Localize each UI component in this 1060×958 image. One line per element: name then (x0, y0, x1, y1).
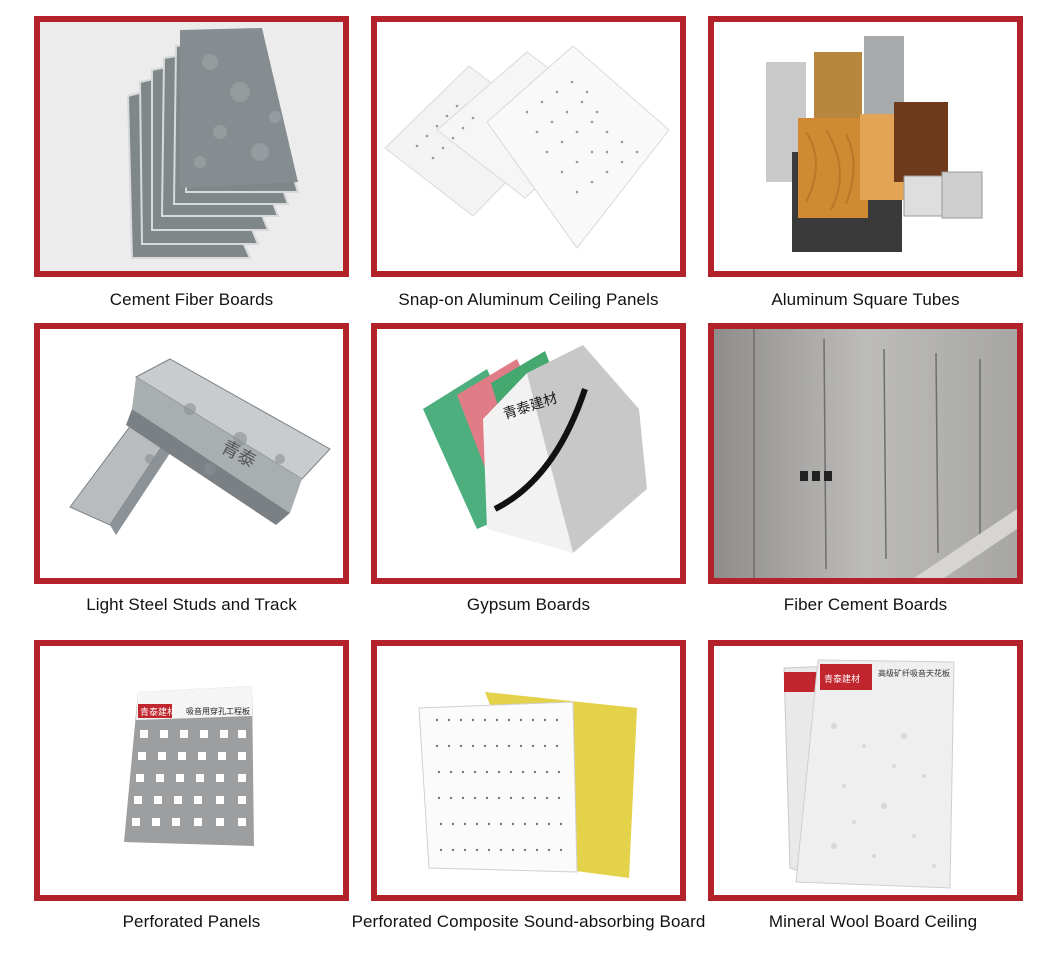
product-image-frame[interactable]: 青泰建材 吸音用穿孔工程板 (34, 640, 349, 901)
product-caption: Gypsum Boards (466, 595, 591, 614)
product-caption: Perforated Composite Sound-absorbing Boa… (351, 912, 706, 931)
cement-boards-image (40, 22, 343, 271)
product-image-frame[interactable] (34, 16, 349, 277)
product-image-frame[interactable]: 青泰建材 高级矿纤吸音天花板 (708, 640, 1023, 901)
composite-board-image (377, 646, 680, 895)
product-image-frame[interactable] (371, 640, 686, 901)
aluminum-tubes-image (714, 22, 1017, 271)
product-image-frame[interactable] (708, 323, 1023, 584)
product-caption: Cement Fiber Boards (109, 290, 274, 309)
perforated-panel-image: 青泰建材 吸音用穿孔工程板 (40, 646, 343, 895)
board-wall-image (714, 329, 1017, 578)
product-image-frame[interactable] (708, 16, 1023, 277)
perforated-label-text: 吸音用穿孔工程板 (186, 706, 250, 716)
product-caption: Aluminum Square Tubes (771, 290, 960, 309)
mineral-brand-text: 青泰建材 (824, 673, 860, 685)
product-image-frame[interactable]: 青泰建材 (371, 323, 686, 584)
mineral-board-image: 青泰建材 高级矿纤吸音天花板 (714, 646, 1017, 895)
product-caption: Mineral Wool Board Ceiling (768, 912, 978, 931)
product-caption: Perforated Panels (122, 912, 261, 931)
steel-studs-image: 青泰 (40, 329, 343, 578)
product-caption: Light Steel Studs and Track (86, 595, 297, 614)
product-caption: Fiber Cement Boards (783, 595, 948, 614)
product-image-frame[interactable]: 青泰 (34, 323, 349, 584)
product-caption: Snap-on Aluminum Ceiling Panels (398, 290, 659, 309)
gypsum-boards-image: 青泰建材 (377, 329, 680, 578)
product-image-frame[interactable] (371, 16, 686, 277)
mineral-label-text: 高级矿纤吸音天花板 (878, 668, 950, 678)
perforated-brand-text: 青泰建材 (140, 706, 176, 718)
ceiling-panels-image (377, 22, 680, 271)
